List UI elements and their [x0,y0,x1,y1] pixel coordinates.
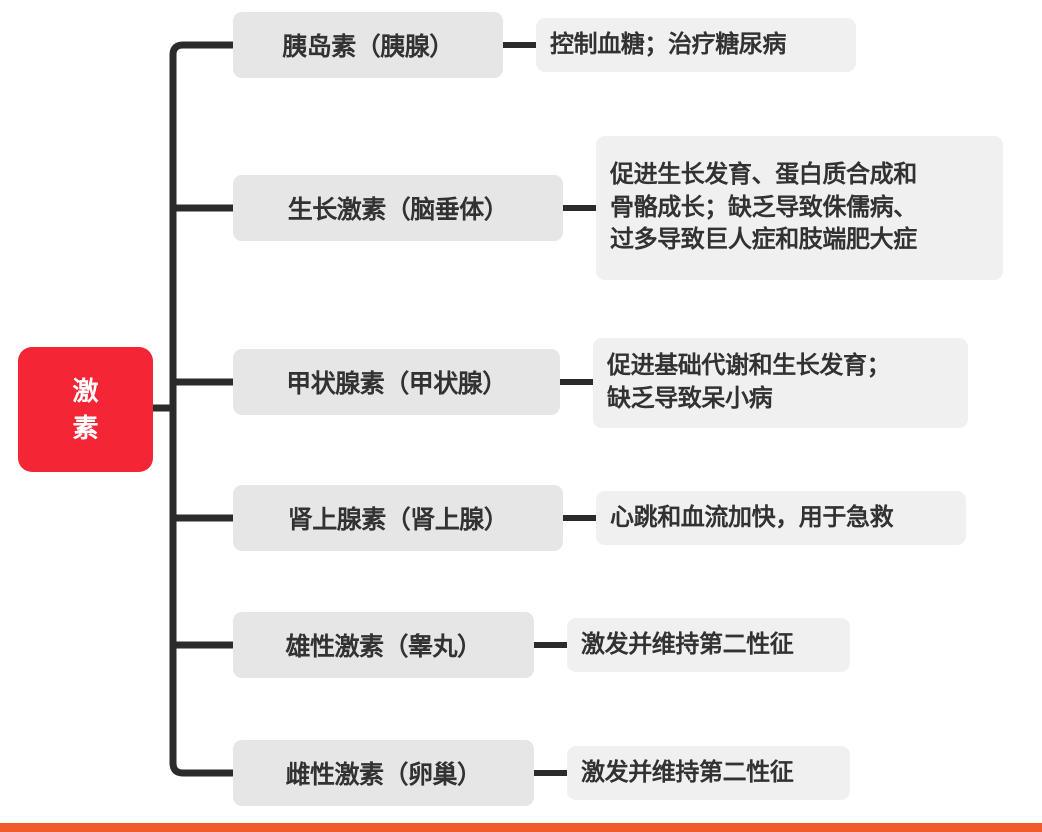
detail-box-3[interactable]: 促进基础代谢和生长发育； 缺乏导致呆小病 [593,338,968,428]
node-box-5[interactable]: 雄性激素（睾丸） [233,612,534,678]
detail-line: 激发并维持第二性征 [581,630,794,658]
detail-text-3: 促进基础代谢和生长发育； 缺乏导致呆小病 [607,350,891,415]
detail-line: 控制血糖；治疗糖尿病 [550,30,786,58]
node-box-1[interactable]: 胰岛素（胰腺） [233,12,503,78]
node-label-4: 肾上腺素（肾上腺） [287,506,509,534]
detail-text-1: 控制血糖；治疗糖尿病 [550,29,786,62]
node-label-5: 雄性激素（睾丸） [285,633,482,661]
node-box-3[interactable]: 甲状腺素（甲状腺） [233,349,560,415]
root-node-label: 激素 [72,375,99,443]
detail-text-5: 激发并维持第二性征 [581,629,794,662]
detail-box-1[interactable]: 控制血糖；治疗糖尿病 [536,18,856,72]
node-box-4[interactable]: 肾上腺素（肾上腺） [233,485,563,551]
node-box-2[interactable]: 生长激素（脑垂体） [233,175,563,241]
detail-line: 骨骼成长；缺乏导致侏儒病、 [610,193,917,221]
detail-box-2[interactable]: 促进生长发育、蛋白质合成和 骨骼成长；缺乏导致侏儒病、 过多导致巨人症和肢端肥大… [596,136,1003,280]
node-label-2: 生长激素（脑垂体） [287,196,509,224]
detail-box-6[interactable]: 激发并维持第二性征 [567,746,850,800]
node-label-1: 胰岛素（胰腺） [282,33,454,61]
detail-text-2: 促进生长发育、蛋白质合成和 骨骼成长；缺乏导致侏儒病、 过多导致巨人症和肢端肥大… [610,159,917,257]
branch-elbow-6 [169,759,237,777]
node-box-6[interactable]: 雌性激素（卵巢） [233,740,534,806]
detail-line: 激发并维持第二性征 [581,758,794,786]
root-node[interactable]: 激素 [18,347,153,472]
detail-box-4[interactable]: 心跳和血流加快，用于急救 [596,491,966,545]
detail-line: 过多导致巨人症和肢端肥大症 [610,226,917,254]
node-label-3: 甲状腺素（甲状腺） [286,370,507,398]
detail-line: 促进生长发育、蛋白质合成和 [610,161,917,189]
node-label-6: 雌性激素（卵巢） [285,761,482,789]
bottom-accent-bar [0,823,1042,832]
detail-line: 促进基础代谢和生长发育； [607,352,891,380]
detail-text-4: 心跳和血流加快，用于急救 [610,502,894,535]
detail-text-6: 激发并维持第二性征 [581,757,794,790]
detail-line: 缺乏导致呆小病 [607,385,773,412]
detail-line: 心跳和血流加快，用于急救 [610,503,894,531]
detail-box-5[interactable]: 激发并维持第二性征 [567,618,850,672]
branch-elbow-1 [169,41,237,59]
